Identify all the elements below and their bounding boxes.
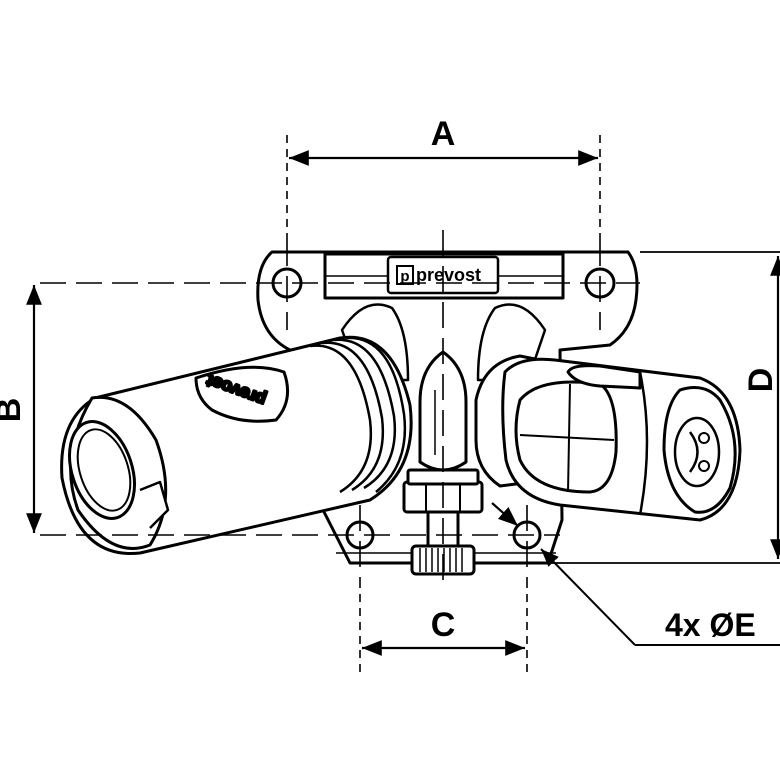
dim-label-d: D: [742, 368, 780, 393]
dim-label-c: C: [431, 606, 456, 644]
right-coupler-lever-cross-h: [519, 434, 615, 441]
dim-label-b: B: [0, 398, 28, 423]
right-coupler-bore-bar: [688, 431, 699, 473]
left-coupler-hex-flat: [139, 480, 170, 529]
right-coupler-pin-bottom: [698, 460, 710, 472]
valve-knob-knurling: [419, 548, 463, 572]
left-coupler-bore-inner: [76, 428, 132, 512]
right-coupler-sleeve-ring: [638, 371, 649, 516]
brand-badge-box: [396, 265, 414, 285]
dim-label-e: 4x ØE: [665, 607, 756, 643]
center-lines: [40, 230, 640, 585]
right-coupler-clip: [566, 364, 642, 390]
dim-e-leader-diag: [540, 548, 636, 646]
valve-collar: [406, 468, 480, 486]
dim-label-a: A: [431, 115, 456, 153]
dimension-lines: [26, 135, 780, 675]
right-coupler-lever-cross-v: [567, 383, 571, 493]
brand-badge: p: [400, 268, 409, 285]
left-coupler-ribs: [309, 336, 407, 494]
right-coupler: [474, 354, 742, 522]
brand-name: prevost: [416, 265, 481, 285]
right-coupler-pin-top: [698, 432, 710, 444]
left-coupler-logo-band: [194, 365, 290, 423]
left-coupler: prevost: [60, 335, 413, 556]
dim-e-arrow-in: [491, 502, 519, 527]
